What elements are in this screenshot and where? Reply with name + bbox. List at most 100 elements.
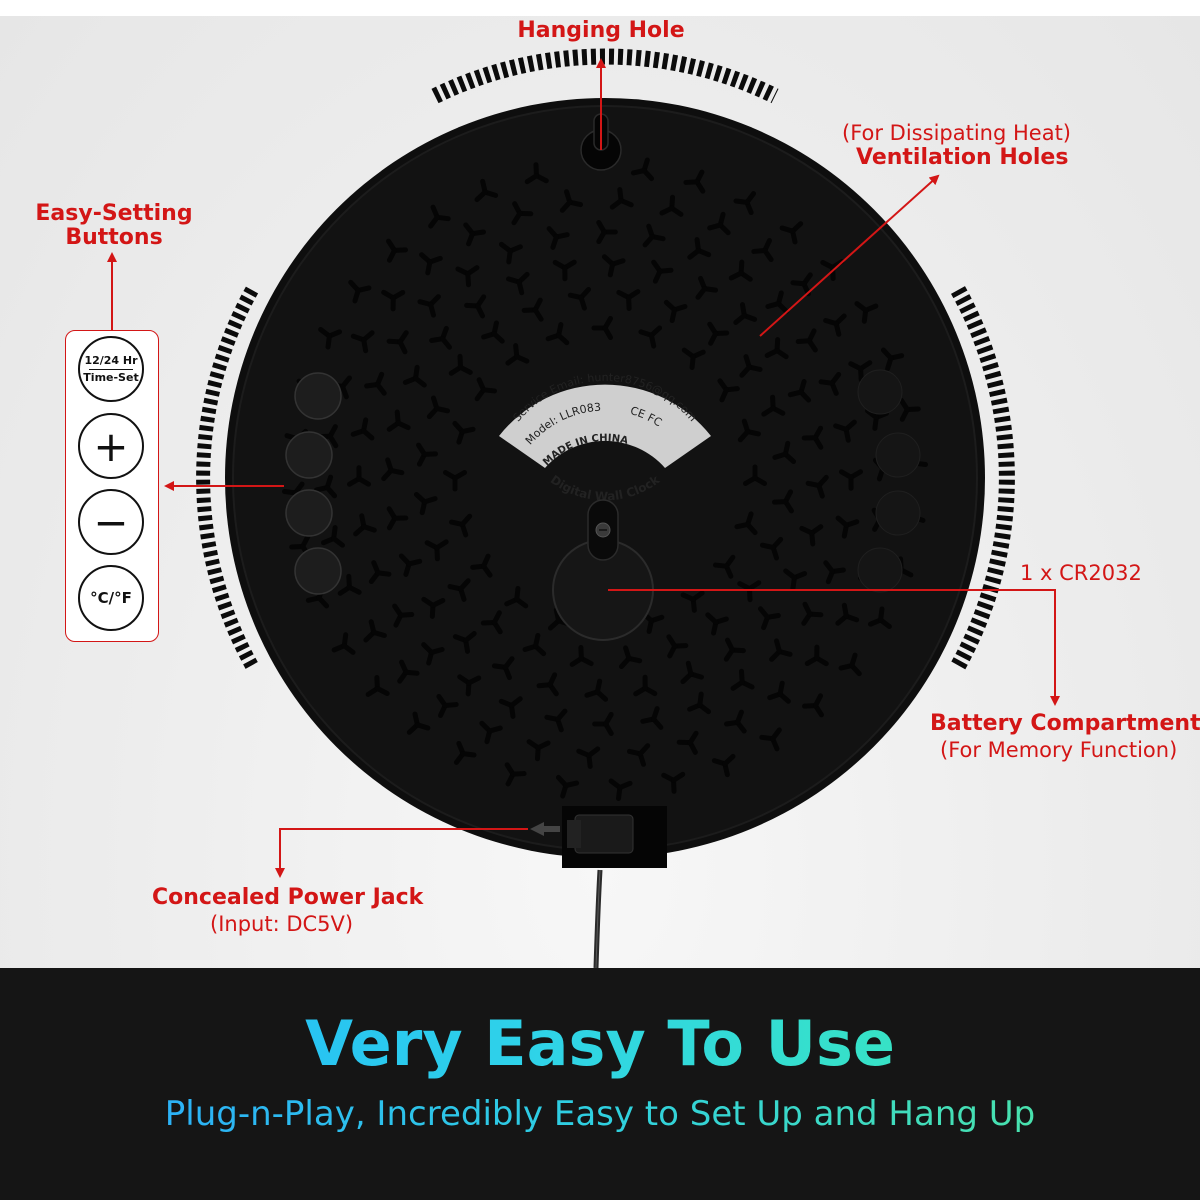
vent-slot	[416, 442, 438, 467]
vent-slot	[413, 491, 438, 516]
vent-slot	[759, 536, 784, 561]
vent-slot	[795, 328, 818, 353]
vent-slot	[707, 321, 730, 346]
vent-slot	[381, 289, 406, 312]
time-set-bottom-text: Time-Set	[83, 370, 139, 384]
vent-slot	[505, 343, 530, 366]
power-jack-note-label: (Input: DC5V)	[210, 912, 354, 936]
vent-slot	[555, 774, 580, 799]
rim-ridges	[196, 48, 1015, 670]
vent-slot	[544, 708, 568, 733]
vent-slot	[618, 645, 643, 670]
vent-slot	[659, 194, 684, 217]
vent-slot	[804, 644, 829, 667]
vent-slot	[772, 440, 797, 465]
vent-slot	[511, 201, 534, 226]
vent-slot	[576, 746, 601, 769]
vent-slot	[707, 211, 731, 236]
vent-slot	[491, 656, 515, 681]
vent-slot	[536, 672, 559, 697]
vent-slot	[630, 157, 655, 182]
vent-slot	[584, 678, 609, 702]
vent-slot	[730, 668, 755, 691]
vent-slot	[313, 474, 338, 499]
vent-slot	[823, 313, 847, 337]
vent-slot	[898, 397, 921, 422]
vent-slot	[552, 259, 577, 282]
vent-slot	[481, 320, 505, 344]
buttons-label: Buttons	[65, 225, 163, 250]
vent-slot	[723, 637, 746, 662]
vent-slot	[452, 631, 477, 654]
vent-slot	[680, 660, 704, 685]
time-set-divider	[89, 368, 133, 370]
vent-slot	[737, 418, 761, 443]
vent-slot	[353, 513, 377, 537]
right-button-shadows	[857, 369, 921, 593]
top-white-strip	[0, 0, 1200, 16]
vent-slot	[767, 680, 791, 704]
vent-slot	[346, 465, 372, 487]
vent-slot	[504, 762, 527, 787]
vent-slot	[331, 632, 356, 655]
button-legend-panel: 12/24 Hr Time-Set + − °C/°F	[65, 330, 159, 642]
vent-slot	[759, 727, 782, 752]
vent-slot	[880, 347, 905, 372]
vent-slot	[448, 353, 473, 376]
vent-slot	[799, 524, 824, 547]
vent-slot	[337, 573, 362, 596]
physical-setting-buttons	[285, 372, 342, 595]
easy-setting-label: Easy-Setting	[35, 201, 193, 226]
vent-slot	[480, 610, 503, 635]
plus-button-icon: +	[78, 413, 144, 479]
vent-slot	[545, 322, 570, 346]
vent-slot	[751, 238, 774, 263]
vent-slot	[498, 696, 523, 719]
unit-toggle-button-icon: °C/°F	[78, 565, 144, 631]
vent-slot	[801, 601, 824, 626]
vent-slot	[733, 191, 757, 216]
vent-slot	[421, 596, 446, 619]
vent-slot	[802, 693, 824, 718]
vent-slot	[838, 469, 864, 491]
vent-slot	[683, 169, 706, 194]
vent-slot	[633, 674, 658, 697]
vent-slot	[474, 377, 498, 402]
vent-slot	[758, 606, 781, 631]
vent-slot	[591, 315, 613, 341]
vent-slot	[365, 675, 390, 697]
vent-slot	[455, 265, 480, 288]
vent-slot	[680, 590, 705, 613]
vent-slot	[835, 602, 860, 626]
vent-slot	[695, 275, 719, 300]
vent-slot	[567, 286, 592, 311]
vent-slot	[452, 420, 476, 445]
vent-slot	[506, 271, 530, 296]
ventilation-note-label: (For Dissipating Heat)	[842, 121, 1071, 145]
vent-slot	[705, 612, 729, 636]
vent-slot	[363, 619, 387, 643]
vent-slot	[350, 417, 375, 441]
battery-note-label: (For Memory Function)	[940, 738, 1178, 762]
vent-slot	[638, 325, 663, 349]
vent-slot	[854, 301, 879, 324]
vent-slot	[464, 294, 487, 319]
vent-slot	[838, 652, 862, 677]
power-jack-arrow	[275, 828, 528, 878]
vent-slot	[724, 709, 747, 734]
vent-slot	[717, 378, 740, 403]
battery-compartment-label: Battery Compartment	[930, 711, 1200, 736]
vent-slot	[386, 330, 409, 355]
vent-slot	[381, 457, 405, 482]
vent-slot	[318, 326, 343, 350]
ventilation-holes-label: Ventilation Holes	[856, 145, 1069, 170]
vent-slot	[761, 394, 786, 417]
vent-slot	[783, 568, 808, 592]
vent-slot	[428, 204, 451, 229]
time-set-button-icon: 12/24 Hr Time-Set	[78, 336, 144, 402]
vent-slot	[521, 297, 544, 322]
vent-slot	[424, 539, 449, 562]
vent-slot	[609, 187, 634, 210]
minus-button-icon: −	[78, 489, 144, 555]
